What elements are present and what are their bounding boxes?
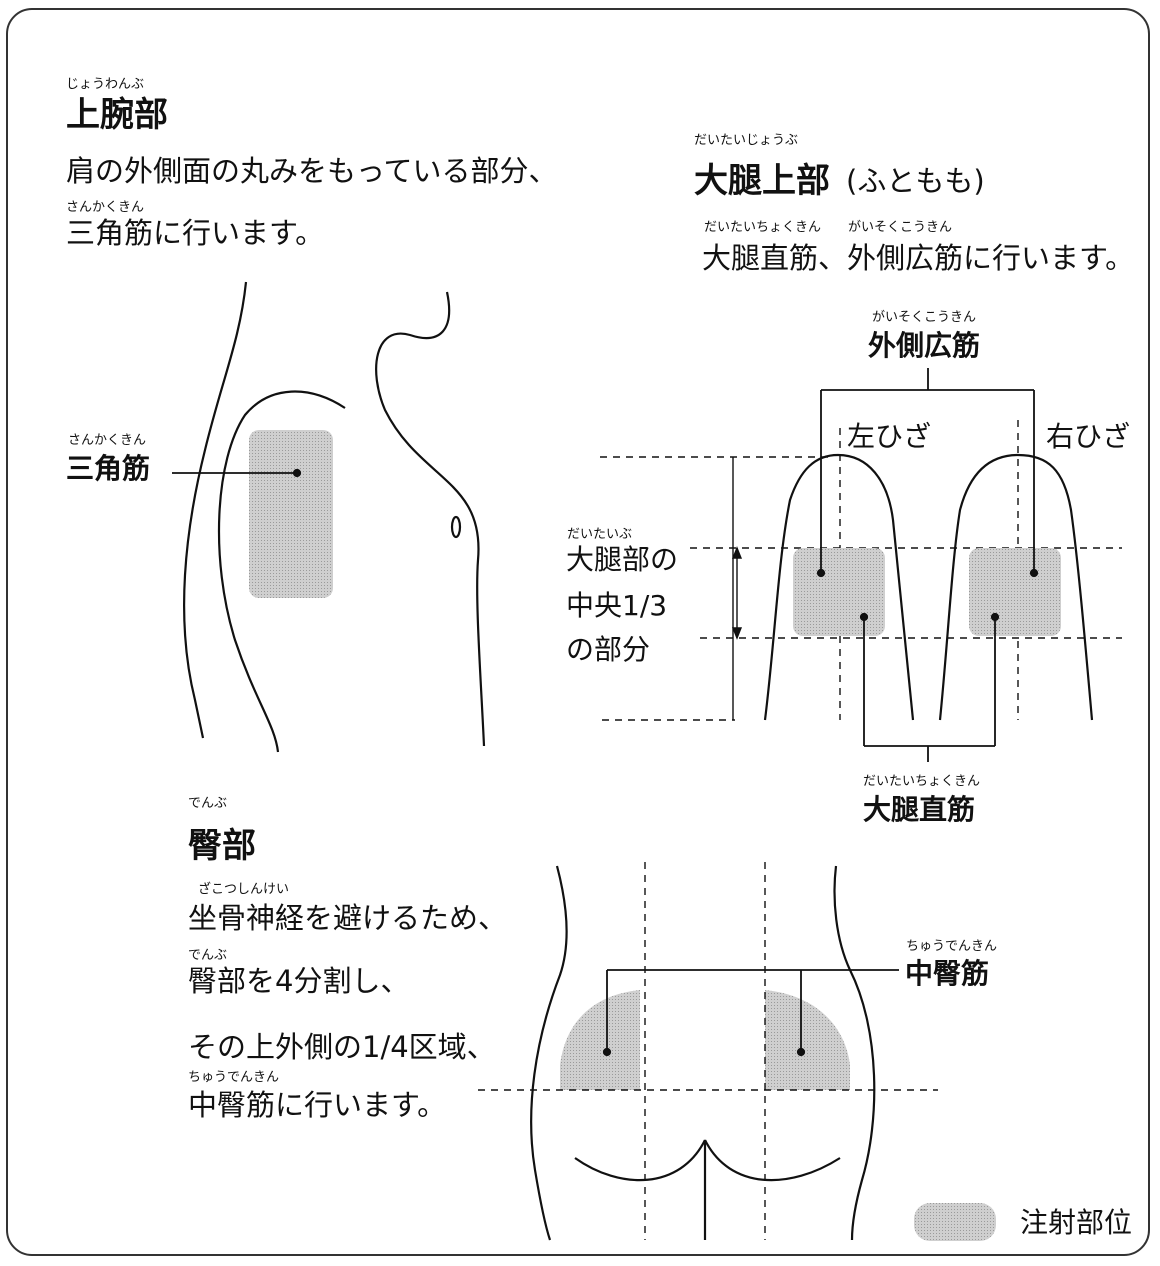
thigh-middle-line1: 大腿部の [566, 543, 679, 576]
buttock-outlines [530, 865, 876, 1241]
thigh-middle-ruby: だいたいぶ [567, 527, 633, 542]
left-thigh-injection-area [793, 548, 885, 636]
right-gluteus-medius-area [765, 990, 850, 1090]
upper-arm-title: 上腕部 [66, 95, 168, 135]
buttock-title: 臀部 [188, 826, 256, 866]
buttock-line4-ruby: ちゅうでんきん [188, 1070, 280, 1085]
thigh-line: 大腿直筋、外側広筋に行います。 [702, 241, 1135, 275]
thigh-ruby: だいたいじょうぶ [694, 133, 799, 148]
right-knee-label: 右ひざ [1046, 420, 1131, 453]
thigh-middle-line3: の部分 [566, 633, 651, 666]
thigh-ruby-rectus: だいたいちょくきん [704, 220, 822, 235]
deltoid-injection-area [249, 430, 333, 598]
deltoid-label-ruby: さんかくきん [68, 433, 147, 448]
vastus-lateralis-ruby: がいそくこうきん [872, 310, 977, 325]
buttock-line2: 臀部を4分割し、 [188, 964, 410, 998]
thigh-title-paren: (ふともも) [846, 164, 985, 198]
gluteus-medius-ruby: ちゅうでんきん [906, 939, 998, 954]
thigh-length-arrow [731, 457, 743, 720]
arm-outline-left [183, 281, 248, 739]
upper-arm-line2: 三角筋に行います。 [66, 216, 325, 250]
diagram-frame [6, 8, 1150, 1256]
vastus-lateralis-label: 外側広筋 [868, 329, 981, 362]
thigh-ruby-lateral: がいそくこうきん [848, 220, 953, 235]
buttock-line2-ruby: でんぶ [188, 948, 228, 963]
buttock-guides [478, 862, 938, 1240]
rectus-femoris-label: 大腿直筋 [863, 793, 976, 826]
buttock-ruby: でんぶ [188, 796, 228, 811]
rectus-femoris-leader [859, 612, 1000, 762]
right-thigh-injection-area [969, 548, 1061, 636]
buttock-line1-ruby: ざこつしんけい [198, 882, 290, 897]
buttock-right-outline [833, 865, 876, 1241]
buttock-line3: その上外側の1/4区域、 [188, 1030, 496, 1064]
legend-swatch [914, 1203, 996, 1241]
thigh-middle-line2: 中央1/3 [566, 589, 668, 622]
left-knee-label: 左ひざ [847, 420, 932, 453]
buttock-line1: 坐骨神経を避けるため、 [188, 901, 508, 935]
torso-outline [375, 291, 486, 747]
buttock-line4: 中臀筋に行います。 [188, 1088, 447, 1122]
shoulder-contour [217, 390, 346, 753]
upper-arm-line1: 肩の外側面の丸みをもっている部分、 [66, 154, 558, 188]
gluteus-medius-label: 中臀筋 [905, 957, 990, 990]
legend-label: 注射部位 [1020, 1206, 1133, 1239]
thigh-title: 大腿上部 [694, 161, 830, 201]
thigh-outlines [763, 453, 1094, 721]
deltoid-label: 三角筋 [66, 452, 151, 485]
rectus-femoris-ruby: だいたいちょくきん [863, 774, 981, 789]
buttock-left-outline [530, 865, 568, 1241]
upper-arm-ruby: じょうわんぶ [66, 77, 145, 92]
nipple-mark [450, 515, 462, 539]
deltoid-leader [172, 468, 302, 478]
right-thigh-outline [938, 453, 1094, 721]
right-gluteal-fold [704, 1139, 841, 1182]
left-gluteal-fold [574, 1139, 706, 1182]
gluteus-medius-leader [602, 969, 899, 1057]
left-gluteus-medius-area [560, 990, 640, 1090]
upper-arm-figure [183, 281, 486, 753]
vastus-lateralis-leader [816, 368, 1039, 578]
upper-arm-line2-ruby: さんかくきん [66, 200, 145, 215]
left-thigh-outline [763, 453, 915, 721]
